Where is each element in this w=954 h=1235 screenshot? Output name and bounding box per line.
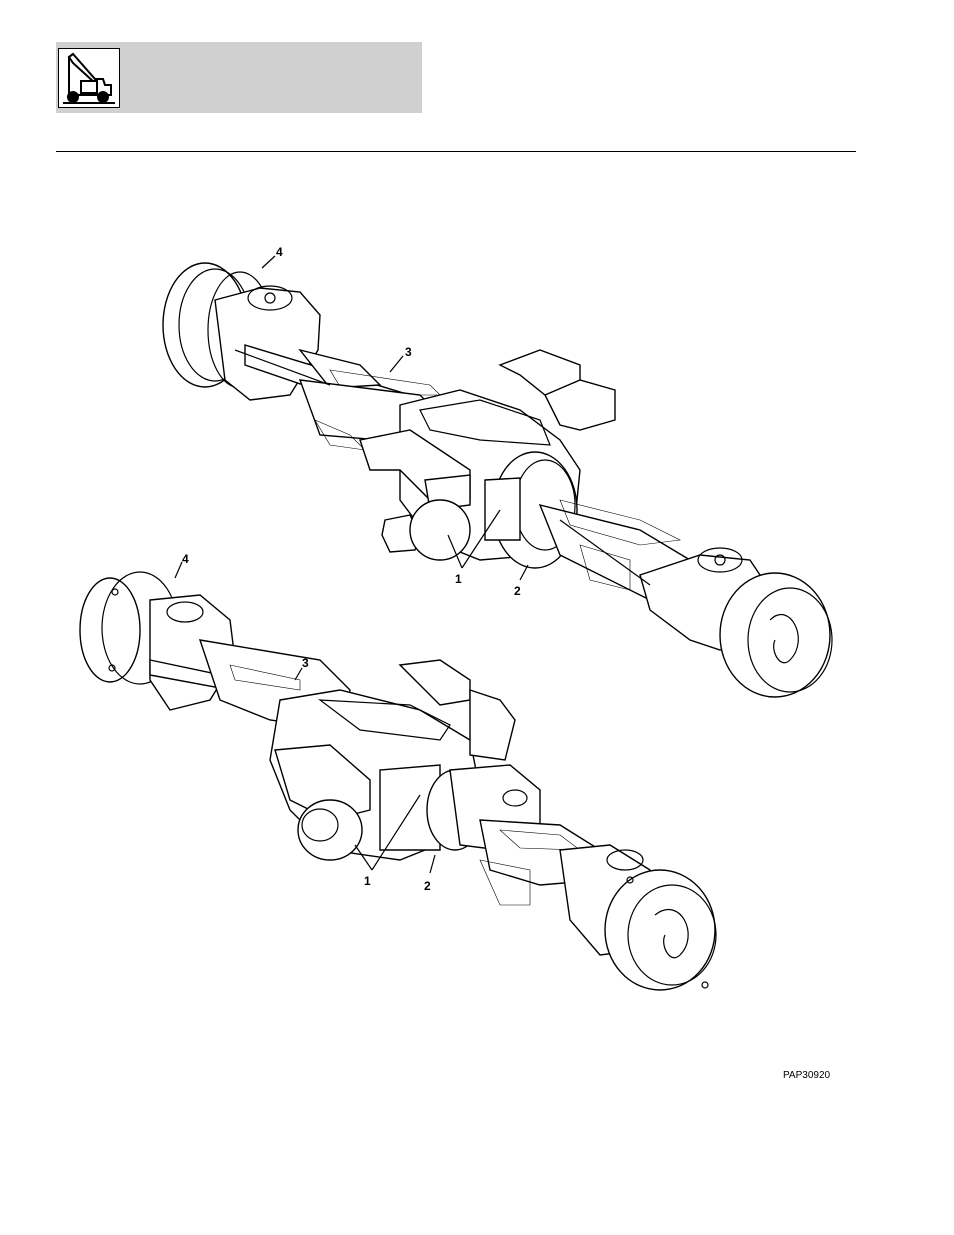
upper-axle: [163, 263, 832, 697]
lower-axle: [80, 572, 716, 990]
figure-id: PAP30920: [783, 1070, 830, 1081]
callout-lower-2: 2: [424, 879, 431, 893]
callout-upper-3: 3: [405, 345, 412, 359]
callout-lower-4: 4: [182, 552, 189, 566]
callout-upper-4: 4: [276, 245, 283, 259]
callout-upper-2: 2: [514, 584, 521, 598]
callout-lower-3: 3: [302, 656, 309, 670]
callout-lower-1: 1: [364, 874, 371, 888]
callout-upper-1: 1: [455, 572, 462, 586]
